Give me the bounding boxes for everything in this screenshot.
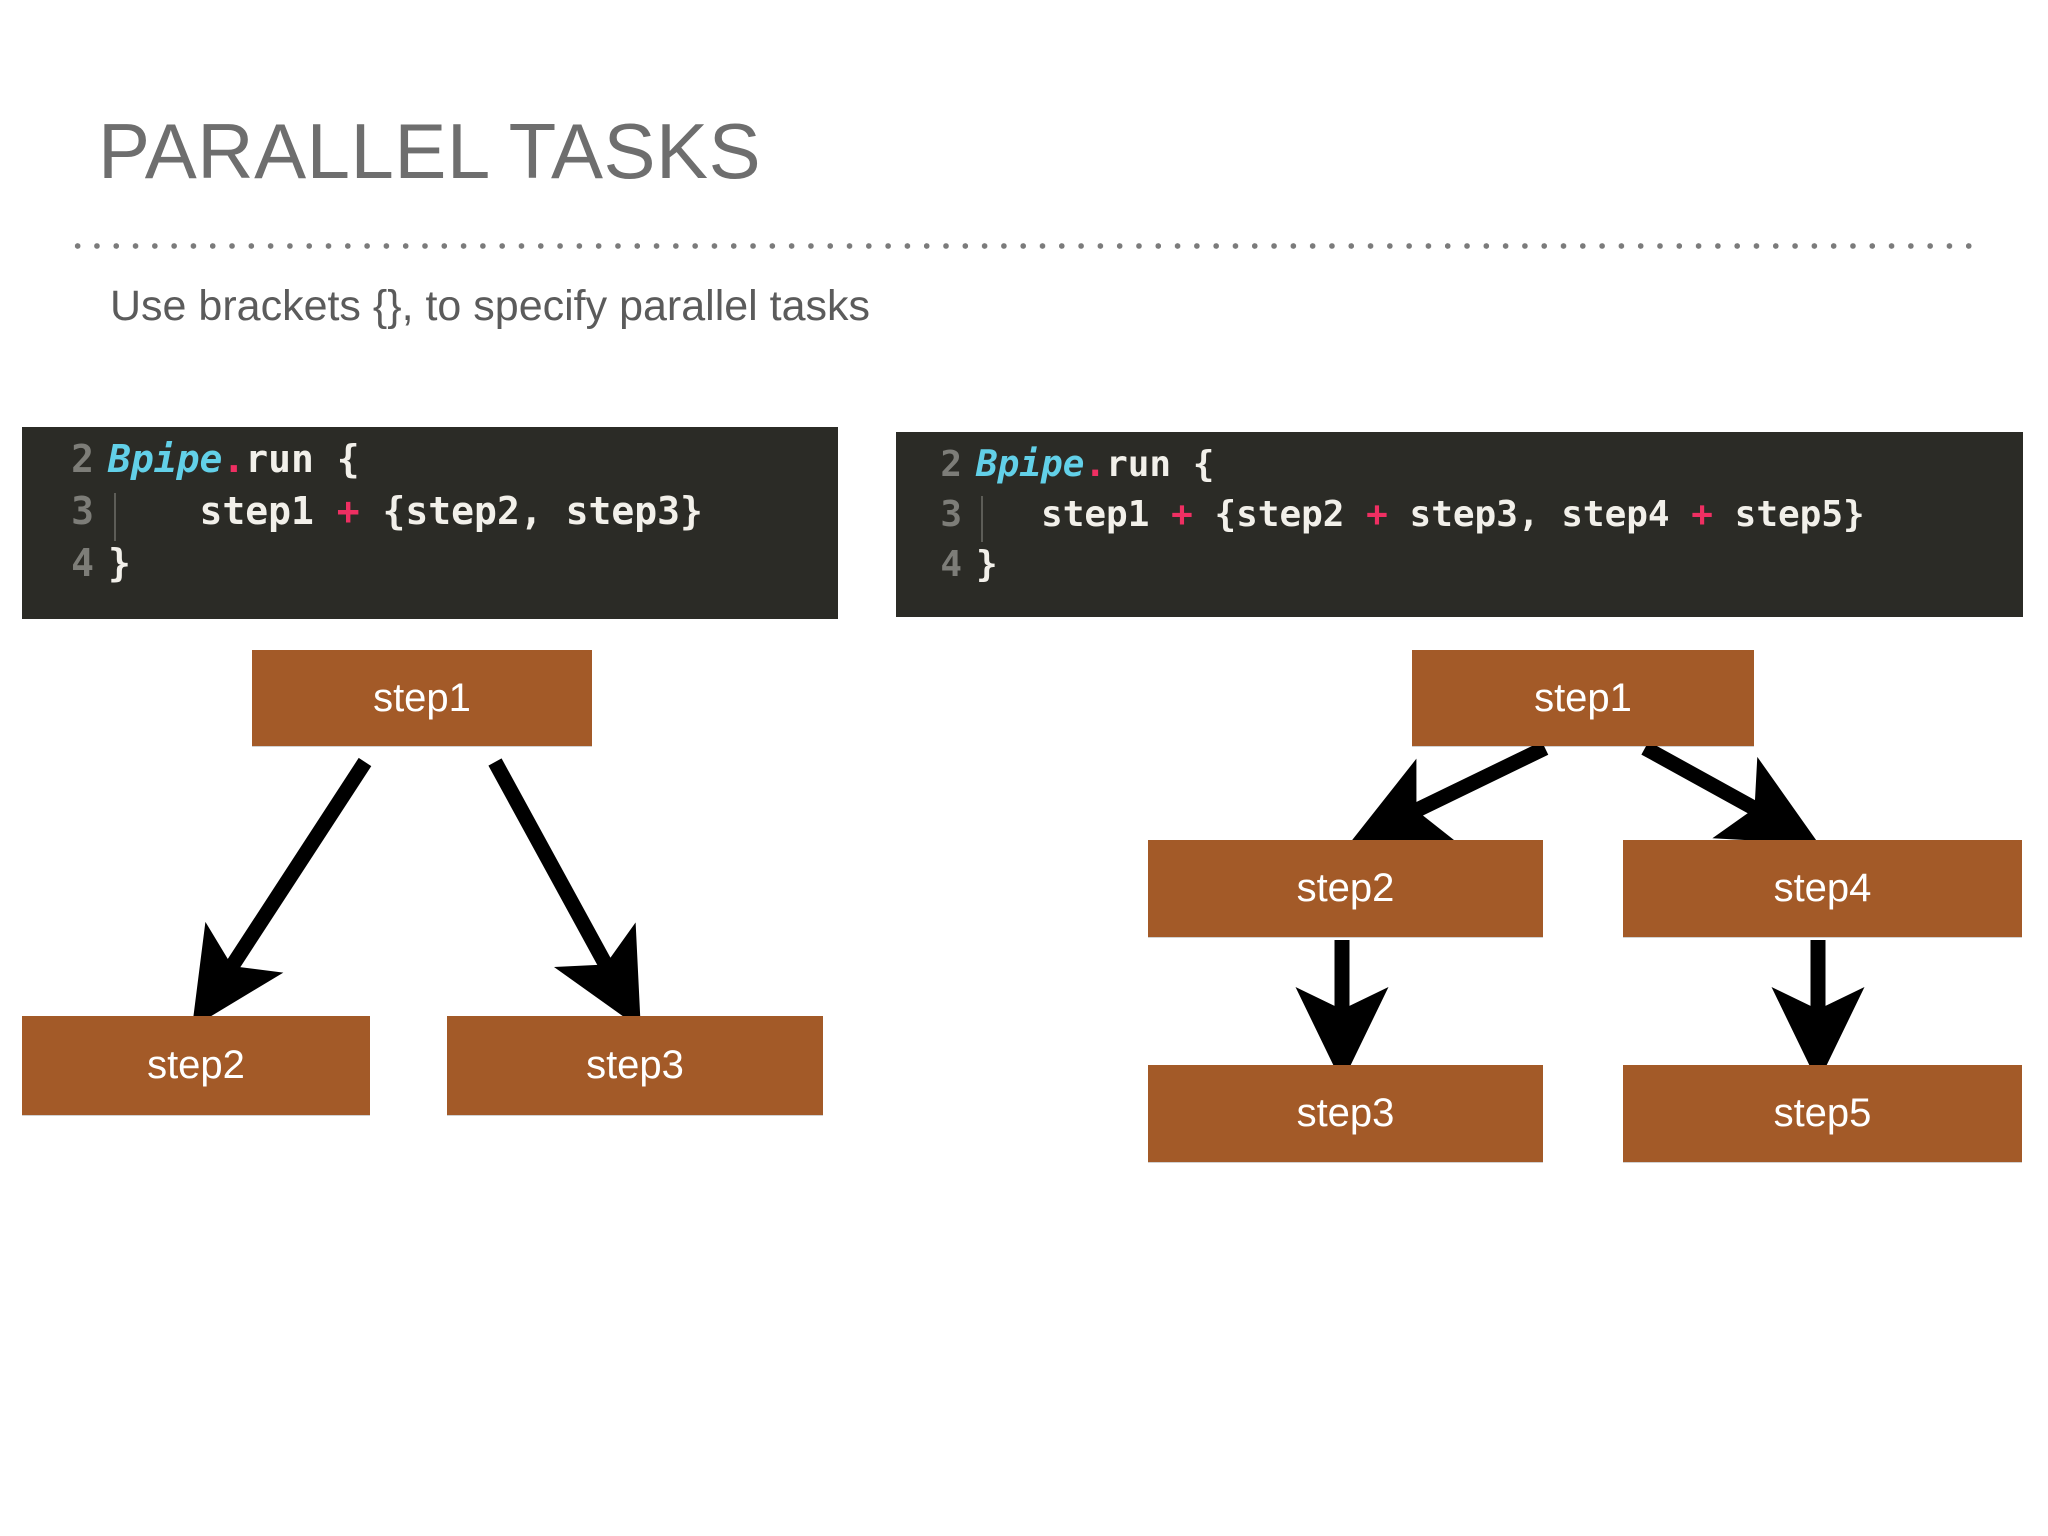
line-number: 3 bbox=[940, 494, 962, 535]
line-number: 4 bbox=[71, 541, 94, 585]
code-line-text: step1 + {step2, step3} bbox=[108, 489, 838, 533]
page-subtitle: Use brackets {}, to specify parallel tas… bbox=[110, 282, 871, 330]
code-line-text: Bpipe.run { bbox=[108, 437, 838, 481]
node-label: step1 bbox=[373, 675, 471, 720]
line-number: 2 bbox=[71, 437, 94, 481]
code-token-p2: {step2 bbox=[1192, 494, 1367, 535]
node-step3-right[interactable]: step3 bbox=[1148, 1065, 1543, 1162]
node-label: step5 bbox=[1773, 1091, 1872, 1135]
line-number: 4 bbox=[940, 544, 962, 585]
arrow-step1-step3 bbox=[488, 758, 641, 1029]
page-title: PARALLEL TASKS bbox=[98, 107, 762, 195]
code-token-run: run { bbox=[1106, 444, 1215, 485]
node-step2-left[interactable]: step2 bbox=[22, 1016, 370, 1115]
code-token-p3: step3, step4 bbox=[1387, 494, 1692, 535]
code-block-left: 2 Bpipe.run { 3 step1 + {step2, step3} 4… bbox=[22, 427, 838, 619]
node-step3-left[interactable]: step3 bbox=[447, 1016, 823, 1115]
code-block-right: 2 Bpipe.run { 3 step1 + {step2 + step3, … bbox=[896, 432, 2023, 617]
node-label: step2 bbox=[1296, 866, 1395, 910]
code-token-p1: step1 bbox=[976, 494, 1172, 535]
code-token-operator: + bbox=[1171, 494, 1193, 535]
code-line: 4 } bbox=[22, 541, 838, 593]
code-line-text: } bbox=[108, 541, 838, 585]
code-token-close-brace: } bbox=[108, 541, 131, 585]
node-step1-left[interactable]: step1 bbox=[252, 650, 592, 746]
line-number: 2 bbox=[940, 444, 962, 485]
code-token-class: Bpipe bbox=[976, 444, 1085, 485]
node-label: step4 bbox=[1773, 866, 1872, 910]
code-line-text: step1 + {step2 + step3, step4 + step5} bbox=[976, 494, 2023, 535]
code-token-close-brace: } bbox=[976, 544, 998, 585]
node-label: step3 bbox=[1296, 1091, 1395, 1135]
node-label: step2 bbox=[147, 1043, 245, 1087]
title-divider bbox=[68, 243, 1980, 249]
node-step1-right[interactable]: step1 bbox=[1412, 650, 1754, 746]
arrow-step1-step4-right bbox=[1641, 741, 1819, 844]
code-token-class: Bpipe bbox=[108, 437, 223, 481]
code-line-text: } bbox=[976, 544, 2023, 585]
code-token-p4: step5} bbox=[1712, 494, 1865, 535]
arrow-step1-step2 bbox=[191, 757, 372, 1028]
code-token-operator: + bbox=[1366, 494, 1388, 535]
node-label: step1 bbox=[1534, 675, 1632, 720]
code-token-post: {step2, step3} bbox=[359, 489, 703, 533]
indent-guide bbox=[981, 496, 983, 542]
indent-guide bbox=[114, 493, 116, 541]
code-token-dot: . bbox=[1084, 444, 1107, 485]
code-line: 2 Bpipe.run { bbox=[896, 444, 2023, 494]
line-number: 3 bbox=[71, 489, 94, 533]
code-line-text: Bpipe.run { bbox=[976, 444, 2023, 485]
code-token-operator: + bbox=[336, 489, 360, 533]
code-line: 3 step1 + {step2, step3} bbox=[22, 489, 838, 541]
node-step2-right[interactable]: step2 bbox=[1148, 840, 1543, 937]
code-token-run: run { bbox=[245, 437, 360, 481]
node-step5-right[interactable]: step5 bbox=[1623, 1065, 2022, 1162]
code-line: 3 step1 + {step2 + step3, step4 + step5} bbox=[896, 494, 2023, 544]
node-label: step3 bbox=[586, 1043, 684, 1087]
code-token-pre: step1 bbox=[108, 489, 337, 533]
code-line: 2 Bpipe.run { bbox=[22, 437, 838, 489]
code-token-operator: + bbox=[1691, 494, 1713, 535]
node-step4-right[interactable]: step4 bbox=[1623, 840, 2022, 937]
code-line: 4 } bbox=[896, 544, 2023, 594]
code-token-dot: . bbox=[222, 437, 246, 481]
arrow-step1-step2-right bbox=[1350, 741, 1549, 843]
